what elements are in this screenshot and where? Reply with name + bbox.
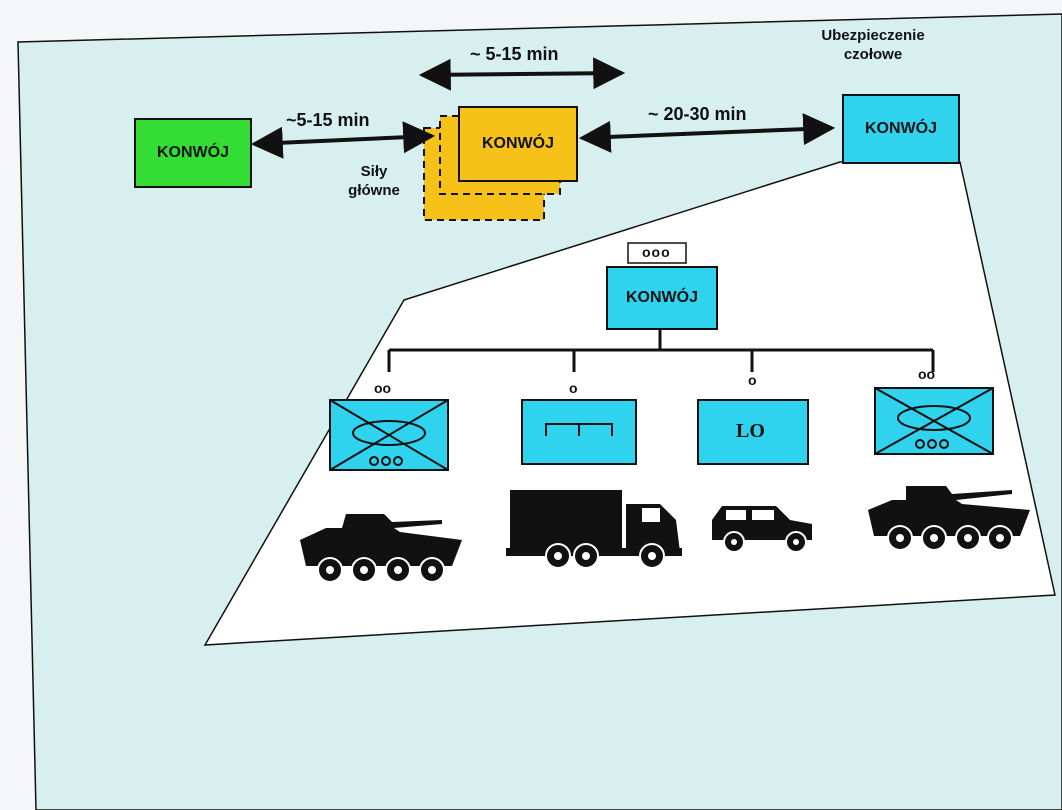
detail-hq-box: KONWÓJ: [606, 266, 718, 330]
main-force-caption: Siły główne: [336, 162, 412, 200]
upper-interval-label: ~ 5-15 min: [470, 44, 559, 64]
unit-symbol-armored-1: [329, 399, 449, 471]
right-interval-label: ~ 20-30 min: [648, 104, 747, 124]
unit-marker-transport: o: [569, 380, 578, 396]
wheeled-apc-icon: [300, 514, 462, 583]
detail-hq-label: KONWÓJ: [626, 289, 698, 306]
unit-marker-armored-1: oo: [374, 380, 392, 396]
advance-guard-caption-line2: czołowe: [843, 46, 903, 63]
suv-icon: [712, 506, 812, 553]
upper-interval-arrow: [418, 57, 626, 91]
convoy-right-label: KONWÓJ: [865, 120, 937, 137]
left-interval-label: ~5-15 min: [286, 110, 370, 130]
unit-marker-armored-2: oo: [918, 366, 936, 382]
advance-guard-caption-line1: Ubezpieczenie: [821, 27, 925, 44]
convoy-left-label: KONWÓJ: [157, 144, 229, 161]
convoy-center-label: KONWÓJ: [482, 135, 554, 152]
convoy-right-box: KONWÓJ: [842, 94, 960, 164]
main-force-caption-line2: główne: [348, 182, 400, 199]
cargo-truck-icon: [506, 490, 682, 569]
main-force-caption-line1: Siły: [360, 163, 388, 180]
convoy-center-box: KONWÓJ: [458, 106, 578, 182]
left-interval-arrow: [250, 121, 436, 159]
convoy-left-box: KONWÓJ: [134, 118, 252, 188]
hq-marker: ooo: [642, 244, 671, 260]
unit-symbol-armored-2: [874, 387, 994, 455]
wheeled-apc-icon: [868, 486, 1030, 551]
right-interval-arrow: [578, 113, 836, 153]
unit-marker-liaison: o: [748, 372, 757, 388]
advance-guard-caption: Ubezpieczenie czołowe: [788, 26, 958, 64]
unit-liaison-caption: LO: [736, 420, 765, 442]
unit-symbol-transport: [521, 399, 637, 465]
hq-marker-box: [627, 242, 687, 264]
unit-symbol-liaison-box: [697, 399, 809, 465]
